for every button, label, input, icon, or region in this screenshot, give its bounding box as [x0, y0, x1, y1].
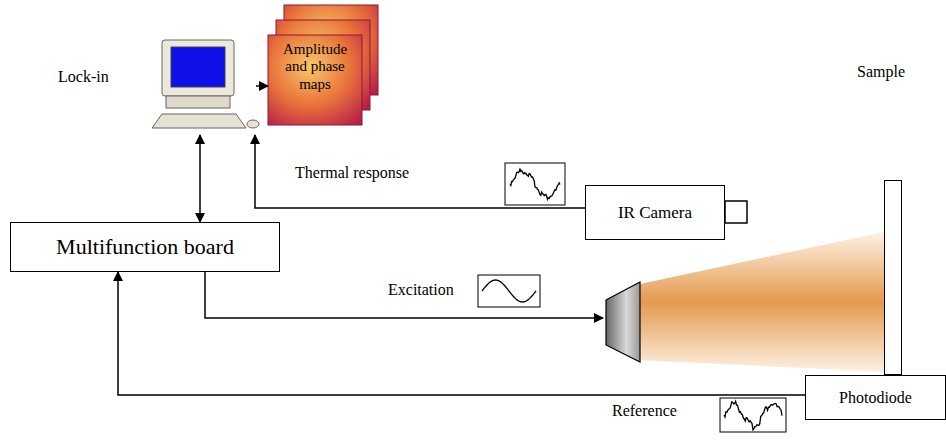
node-label: Multifunction board	[56, 234, 234, 260]
excitation-waveform	[482, 280, 536, 302]
node-label: Sample	[857, 63, 905, 81]
signal-arrow	[118, 272, 805, 395]
map-stack	[268, 5, 378, 125]
node-label: Lock-in	[58, 68, 109, 86]
signal-label: Excitation	[388, 281, 454, 299]
detector-box: Photodiode	[805, 375, 946, 420]
camera-box: IR Camera	[585, 185, 725, 240]
sample-plate: Sample	[884, 180, 902, 375]
reference-waveform	[724, 401, 782, 430]
computer-node: Lock-in	[152, 40, 262, 135]
signal-label: Reference	[612, 402, 677, 420]
computer-icon	[152, 40, 259, 128]
signal-label: Thermal response	[295, 164, 409, 182]
map-stack-node: Amplitude and phase maps	[268, 35, 362, 125]
camera-lens	[725, 201, 747, 223]
light-beam	[640, 232, 884, 372]
thermal-waveform	[510, 169, 560, 199]
node-label: Photodiode	[839, 389, 912, 407]
excitation-wire	[205, 272, 603, 318]
signal-arrow	[255, 135, 585, 208]
process-box: Multifunction board	[10, 222, 280, 272]
waveform-icons	[478, 163, 786, 432]
signal-arrow	[256, 85, 268, 87]
node-label: Amplitude and phase maps	[268, 35, 362, 93]
node-label: IR Camera	[618, 203, 692, 223]
signal-arrow	[199, 135, 201, 222]
lamp-symbol	[606, 282, 640, 362]
